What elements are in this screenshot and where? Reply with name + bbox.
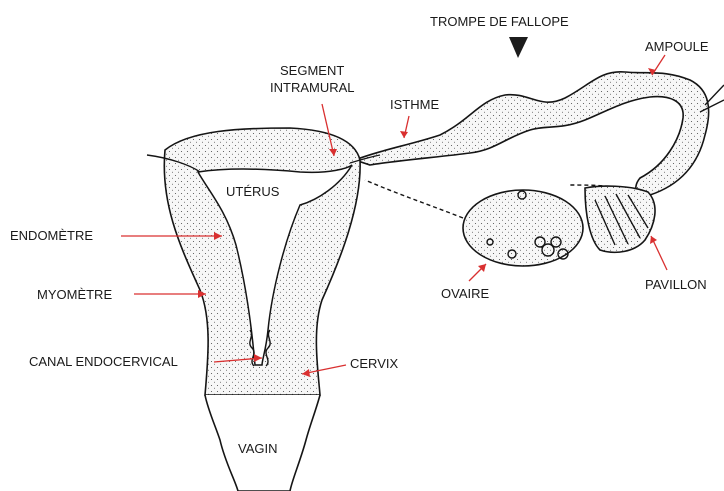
fallopian-tube	[355, 72, 724, 196]
label-ovaire: OVAIRE	[441, 286, 489, 301]
label-isthme: ISTHME	[390, 97, 439, 112]
label-segment: SEGMENT	[280, 63, 344, 78]
label-cervix: CERVIX	[350, 356, 398, 371]
label-ampoule: AMPOULE	[645, 39, 709, 54]
pavillon-fimbriae	[585, 186, 655, 252]
label-uterus: UTÉRUS	[226, 184, 280, 199]
label-canal: CANAL ENDOCERVICAL	[29, 354, 178, 369]
label-endometre: ENDOMÈTRE	[10, 228, 93, 243]
label-trompe: TROMPE DE FALLOPE	[430, 14, 569, 29]
label-intramural: INTRAMURAL	[270, 80, 355, 95]
label-pavillon: PAVILLON	[645, 277, 707, 292]
fallope-pointer-icon	[509, 37, 528, 58]
ovary	[365, 180, 583, 266]
uterus	[147, 128, 380, 395]
label-vagin: VAGIN	[238, 441, 278, 456]
label-myometre: MYOMÈTRE	[37, 287, 112, 302]
